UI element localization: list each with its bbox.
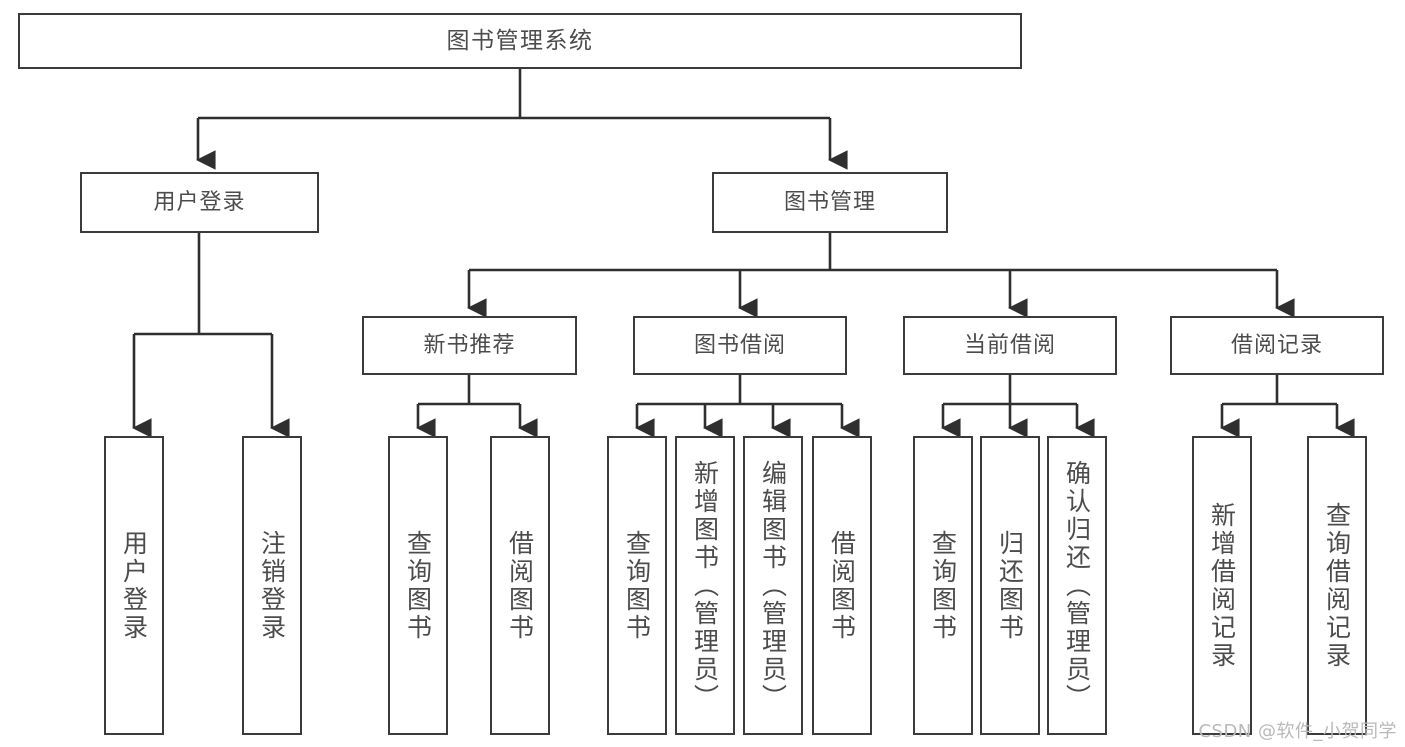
leaf-user-login-logout[interactable]: 注销登录 (242, 436, 302, 735)
node-label: 新书推荐 (423, 332, 516, 358)
node-label: 新增图书（管理员） (690, 459, 720, 712)
node-new-book-recommend[interactable]: 新书推荐 (362, 316, 577, 375)
node-label: 查询借阅记录 (1322, 501, 1352, 670)
leaf-book-borrow-borrow[interactable]: 借阅图书 (812, 436, 872, 735)
node-label: 图书借阅 (693, 332, 786, 358)
leaf-new-book-query[interactable]: 查询图书 (388, 436, 448, 735)
leaf-current-borrow-return[interactable]: 归还图书 (980, 436, 1040, 735)
node-label: 确认归还（管理员） (1062, 459, 1092, 712)
watermark-credit: CSDN @软件_小贺同学 (1198, 721, 1397, 742)
leaf-user-login-login[interactable]: 用户登录 (104, 436, 164, 735)
node-label: 用户登录 (119, 529, 149, 642)
node-label: 查询图书 (403, 529, 433, 642)
leaf-new-book-borrow[interactable]: 借阅图书 (490, 436, 550, 735)
leaf-borrow-record-query[interactable]: 查询借阅记录 (1307, 436, 1367, 735)
node-user-login[interactable]: 用户登录 (80, 172, 319, 233)
node-label: 借阅图书 (827, 529, 857, 642)
node-book-borrow[interactable]: 图书借阅 (633, 316, 847, 375)
leaf-current-borrow-confirm[interactable]: 确认归还（管理员） (1047, 436, 1107, 735)
leaf-current-borrow-query[interactable]: 查询图书 (913, 436, 973, 735)
node-label: 注销登录 (257, 529, 287, 642)
node-label: 借阅图书 (505, 529, 535, 642)
node-label: 归还图书 (995, 529, 1025, 642)
node-label: 查询图书 (622, 529, 652, 642)
node-book-management[interactable]: 图书管理 (712, 172, 948, 233)
leaf-book-borrow-edit[interactable]: 编辑图书（管理员） (743, 436, 803, 735)
node-current-borrow[interactable]: 当前借阅 (903, 316, 1117, 375)
node-label: 图书管理 (783, 189, 876, 215)
node-label: 查询图书 (928, 529, 958, 642)
node-label: 用户登录 (153, 189, 246, 215)
node-root-system[interactable]: 图书管理系统 (18, 13, 1022, 69)
leaf-book-borrow-add[interactable]: 新增图书（管理员） (675, 436, 735, 735)
node-label: 借阅记录 (1230, 332, 1323, 358)
leaf-borrow-record-add[interactable]: 新增借阅记录 (1192, 436, 1252, 735)
node-borrow-record[interactable]: 借阅记录 (1170, 316, 1384, 375)
node-label: 编辑图书（管理员） (758, 459, 788, 712)
node-label: 图书管理系统 (446, 27, 594, 54)
leaf-book-borrow-query[interactable]: 查询图书 (607, 436, 667, 735)
node-label: 新增借阅记录 (1207, 501, 1237, 670)
node-label: 当前借阅 (963, 332, 1056, 358)
